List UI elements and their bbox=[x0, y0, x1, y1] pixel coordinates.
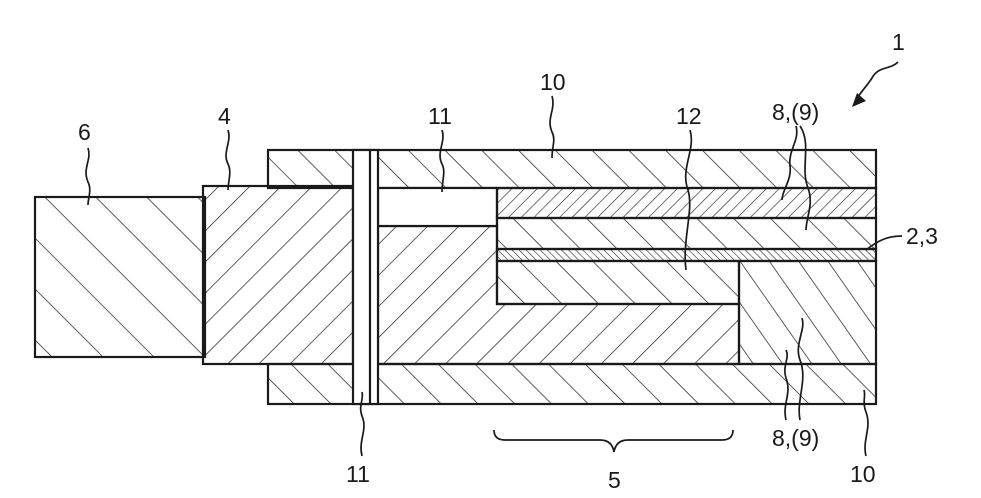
label-channel-bottom: 11 bbox=[346, 461, 370, 487]
label-housing-top: 10 bbox=[540, 69, 566, 95]
layer-right-block bbox=[739, 261, 876, 364]
region-brace bbox=[494, 430, 733, 452]
label-housing-bottom: 10 bbox=[850, 461, 876, 487]
leader-housing-top bbox=[550, 96, 554, 158]
channel-strip bbox=[353, 150, 378, 404]
label-film: 2,3 bbox=[906, 223, 938, 249]
insert-part bbox=[497, 261, 739, 304]
label-channel-top: 11 bbox=[428, 103, 452, 129]
label-layer-lower: 8,(9) bbox=[772, 425, 819, 451]
label-insert: 12 bbox=[676, 103, 702, 129]
channel bbox=[378, 188, 497, 226]
label-region: 5 bbox=[608, 467, 621, 493]
label-layer-upper: 8,(9) bbox=[772, 99, 819, 125]
leader-block bbox=[226, 130, 230, 190]
leader-assembly bbox=[856, 62, 898, 100]
layer-upper bbox=[497, 188, 876, 218]
cylinder-part bbox=[35, 197, 205, 357]
film-layer bbox=[497, 249, 876, 261]
label-cylinder: 6 bbox=[78, 119, 91, 145]
block-part bbox=[203, 186, 353, 364]
label-assembly: 1 bbox=[892, 29, 905, 55]
arrow-assembly bbox=[852, 93, 866, 107]
label-block: 4 bbox=[218, 103, 231, 129]
